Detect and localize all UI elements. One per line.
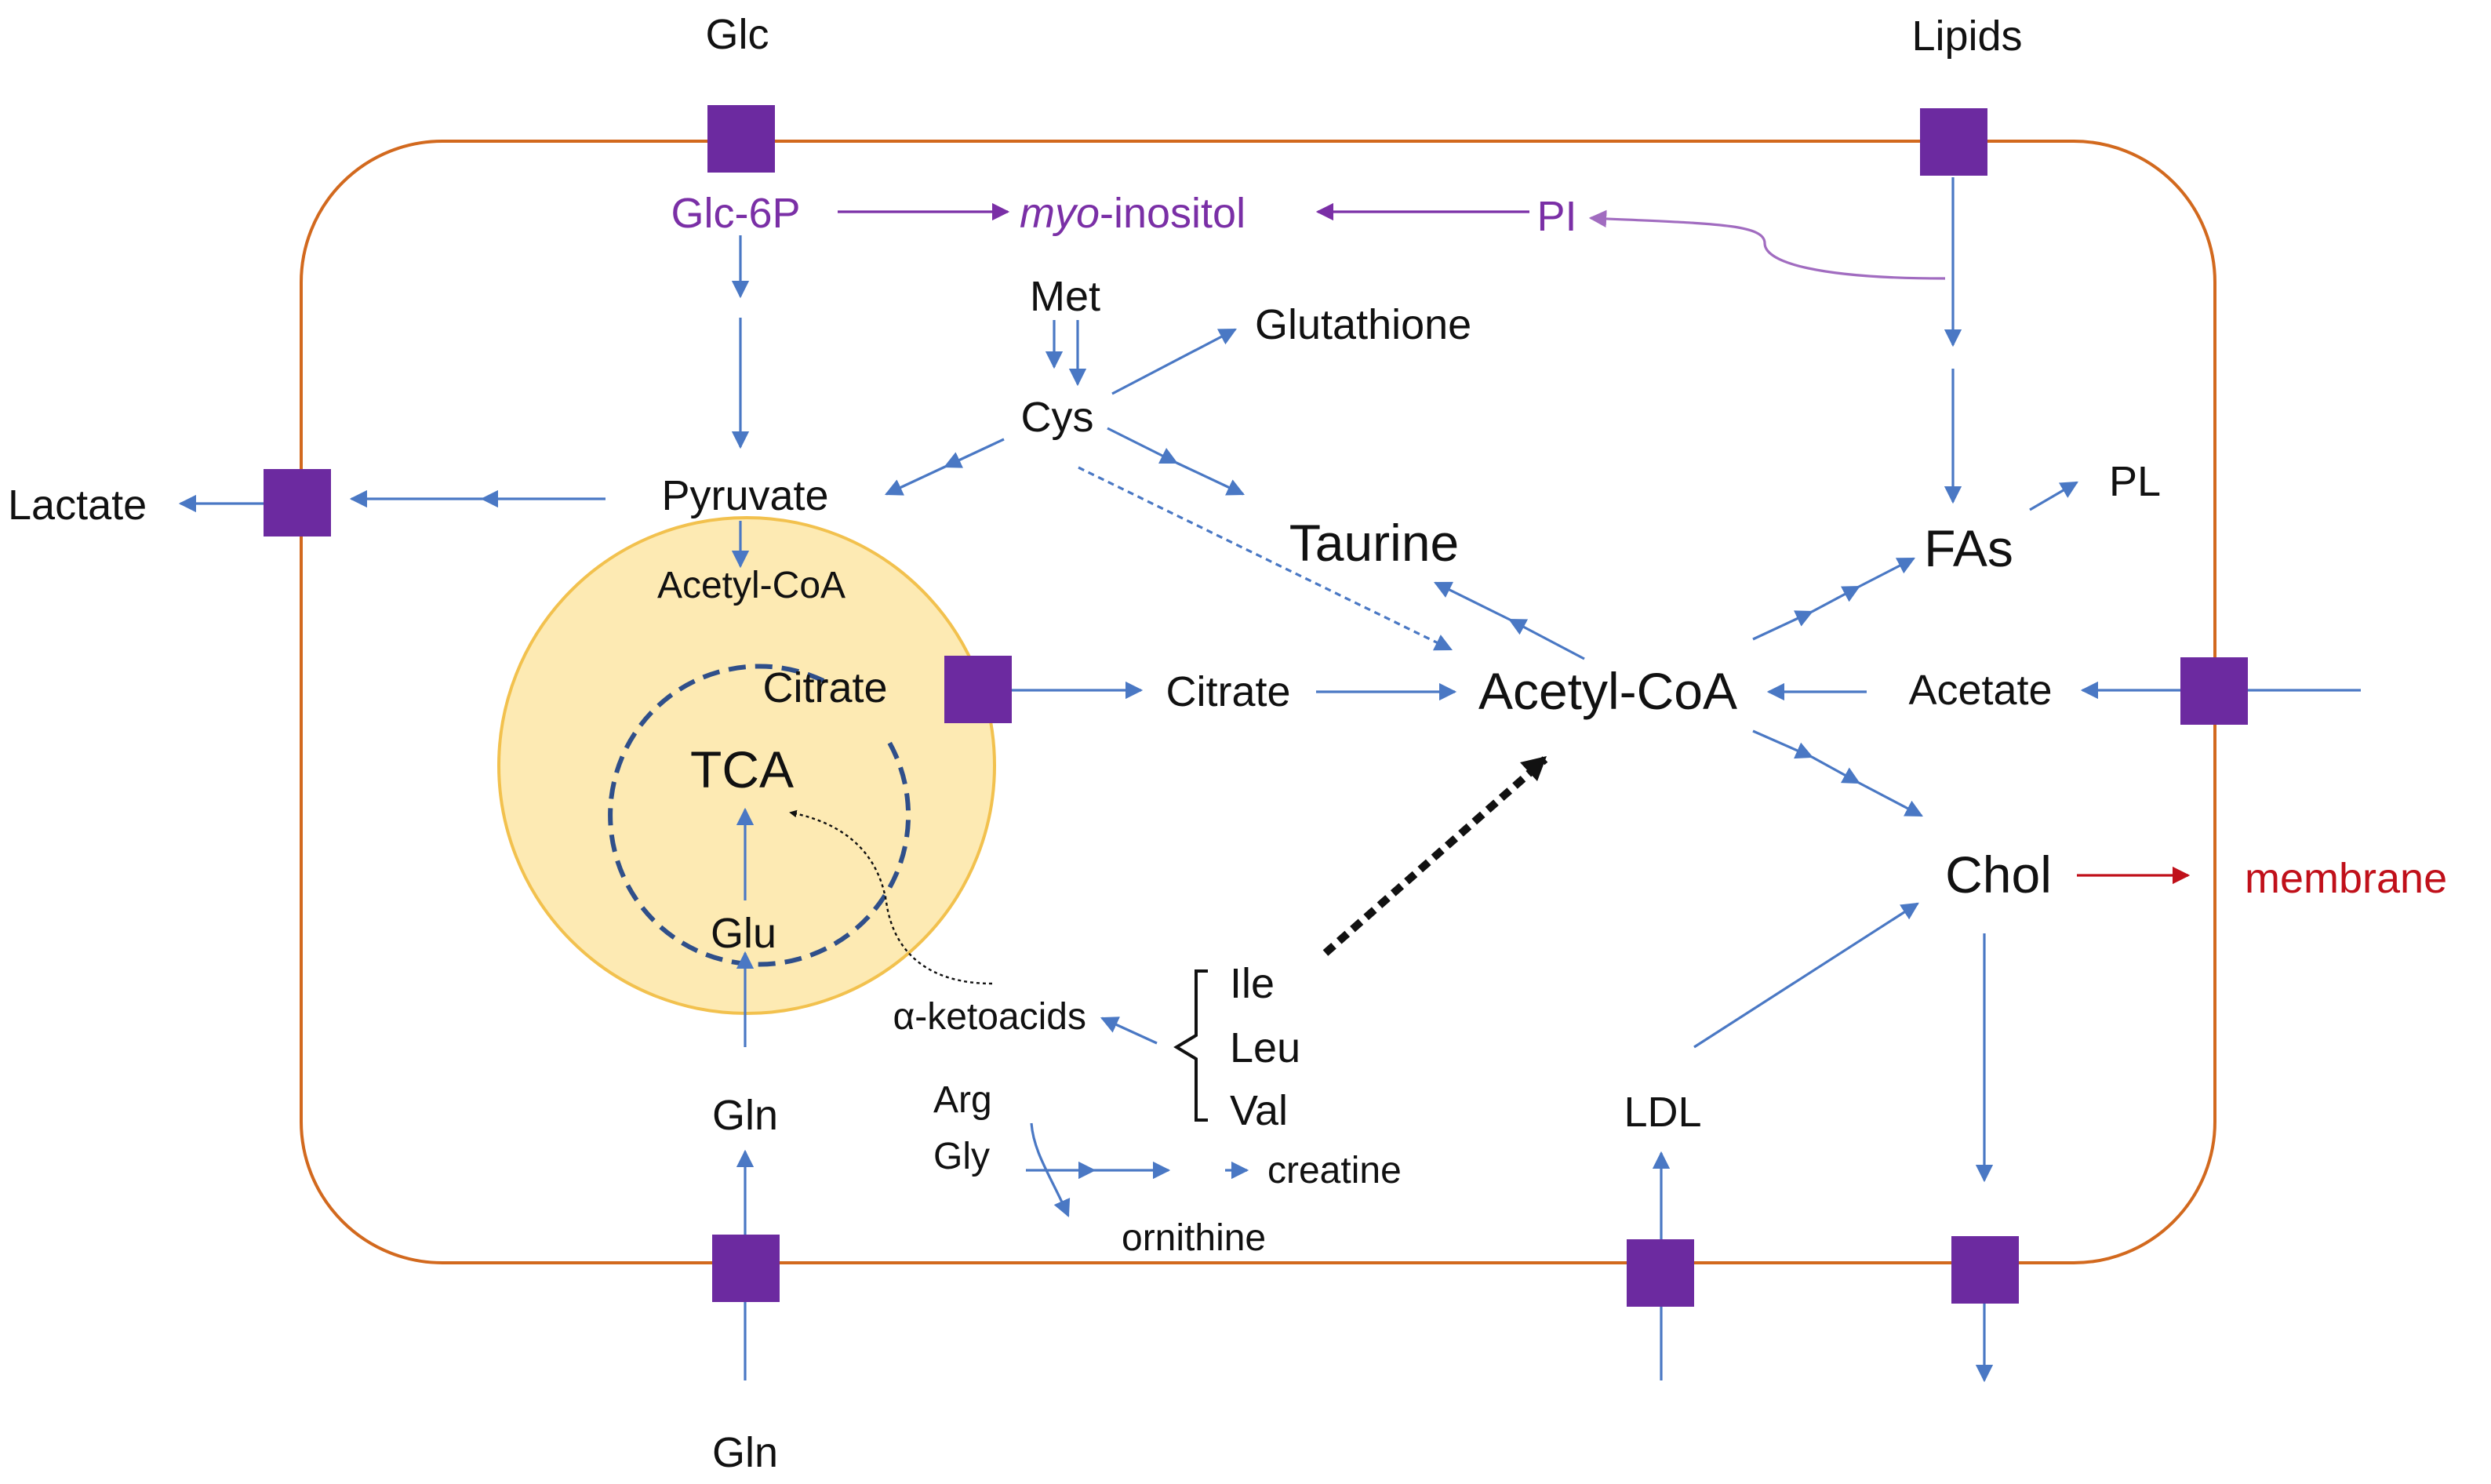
arrow-bcaa-to-acetyl-coa — [1322, 756, 1548, 956]
label-acetyl-coa: Acetyl-CoA — [1478, 662, 1737, 720]
label-arg: Arg — [933, 1079, 992, 1121]
label-val: Val — [1230, 1087, 1288, 1134]
transporter-gln — [712, 1235, 780, 1302]
label-inositol: -inositol — [1100, 190, 1246, 237]
arrow-cys-to-glutathione — [1111, 328, 1237, 395]
label-glc6p: Glc-6P — [671, 190, 800, 237]
label-citrate-cyto: Citrate — [1165, 668, 1290, 715]
transporter-citrate — [944, 656, 1012, 723]
arrow-ketoacids-to-tca — [789, 809, 993, 985]
arrow-acetyl-coa-to-chol — [1752, 729, 1923, 817]
label-membrane: membrane — [2245, 855, 2447, 902]
label-ile: Ile — [1230, 960, 1275, 1007]
mitochondrion — [497, 516, 996, 1015]
arrow-ldl-to-chol — [1693, 902, 1919, 1049]
label-ldl: LDL — [1624, 1089, 1701, 1136]
label-gln-outside: Gln — [712, 1429, 778, 1476]
label-acetyl-coa-mito: Acetyl-CoA — [657, 565, 845, 606]
transporter-acetate — [2180, 657, 2248, 725]
label-glu: Glu — [711, 910, 776, 957]
transporter-glc — [707, 105, 775, 173]
arrow-arg-gly-to-ornithine — [1030, 1122, 1071, 1218]
bracket-bcaa — [1173, 969, 1208, 1122]
arrow-pyruvate-to-lactate — [178, 489, 605, 513]
transporter-ldl — [1627, 1239, 1694, 1307]
label-fas: FAs — [1924, 519, 2013, 577]
label-lactate: Lactate — [8, 482, 147, 529]
arrow-met-to-cys — [1045, 320, 1087, 387]
label-lipids: Lipids — [1911, 13, 2022, 60]
label-ornithine: ornithine — [1122, 1217, 1266, 1259]
label-cys: Cys — [1021, 394, 1094, 441]
label-chol: Chol — [1945, 846, 2052, 904]
label-myo-inositol: myo-inositol — [1020, 190, 1246, 237]
label-ketoacids: α-ketoacids — [893, 996, 1086, 1038]
label-met: Met — [1030, 273, 1100, 320]
label-gln-inside: Gln — [712, 1092, 778, 1139]
label-gly: Gly — [933, 1136, 990, 1177]
label-taurine: Taurine — [1289, 514, 1459, 572]
label-leu: Leu — [1230, 1024, 1300, 1071]
label-creatine: creatine — [1267, 1150, 1402, 1191]
transporter-lactate — [264, 469, 331, 536]
label-pi: PI — [1536, 193, 1576, 240]
label-tca: TCA — [690, 740, 794, 798]
arrow-acetyl-coa-to-fas — [1752, 557, 1915, 641]
arrow-bcaa-to-ketoacids — [1100, 1017, 1158, 1045]
label-pyruvate: Pyruvate — [661, 472, 828, 519]
arrow-fas-to-pl — [2029, 481, 2078, 511]
tca-cycle-ring — [608, 664, 911, 967]
label-glutathione: Glutathione — [1255, 301, 1471, 348]
label-citrate-mito: Citrate — [762, 664, 887, 711]
arrow-acetate-to-acetyl-coa — [1766, 681, 2361, 701]
label-acetate: Acetate — [1908, 667, 2052, 714]
arrow-cys-to-pyruvate — [884, 438, 1005, 496]
label-glc: Glc — [706, 11, 769, 58]
label-pl: PL — [2109, 458, 2161, 505]
label-myo: myo — [1020, 190, 1100, 237]
transporter-chol — [1951, 1236, 2019, 1304]
arrow-cys-to-taurine — [1107, 427, 1246, 496]
arrow-acetyl-coa-to-taurine — [1433, 581, 1585, 660]
transporter-lipids — [1920, 108, 1987, 176]
arrow-lipids-to-pi — [1588, 209, 1946, 280]
arrow-cys-to-acetyl-coa-dashed — [1078, 466, 1453, 651]
